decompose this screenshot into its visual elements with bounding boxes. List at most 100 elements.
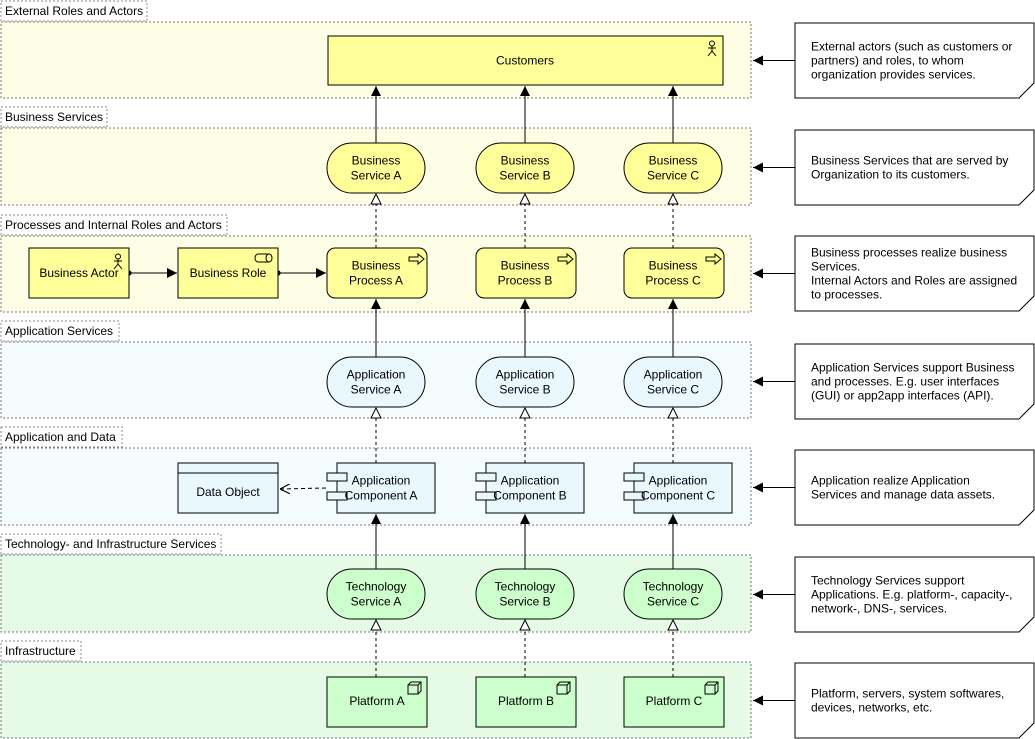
process-arrow-icon (408, 252, 425, 266)
component-tab (475, 472, 497, 482)
actor-icon (707, 40, 717, 57)
layer-label-box (0, 533, 222, 555)
component-tab (326, 491, 348, 501)
layer-title: Technology- and Infrastructure Services (5, 537, 216, 551)
process-arrow-icon (557, 252, 574, 266)
platform-a: Platform A (326, 676, 428, 728)
node-icon (704, 681, 719, 695)
layer-title: Business Services (5, 110, 103, 124)
layer-label-box (0, 320, 120, 342)
role-box (177, 247, 279, 299)
process-arrow-icon (705, 252, 722, 266)
service-shape (475, 142, 575, 194)
component-tab (623, 472, 645, 482)
component-box (485, 462, 585, 514)
actor-box (28, 247, 130, 299)
service-shape (326, 568, 426, 620)
process-box (326, 247, 428, 299)
service-shape (623, 568, 723, 620)
business-actor-label: Business Actor (39, 266, 118, 280)
data-object-box (177, 462, 279, 514)
actor-icon (113, 253, 123, 270)
platform-c: Platform C (623, 676, 725, 728)
business-role: Business Role (177, 247, 279, 299)
layer-title: Application Services (5, 324, 113, 338)
node-icon (556, 681, 571, 695)
actor-box (327, 35, 724, 86)
layer-title: Application and Data (5, 430, 116, 444)
access-connector (280, 488, 327, 489)
layer-title: External Roles and Actors (5, 4, 143, 18)
service-shape (475, 356, 575, 408)
note-shape (794, 129, 1035, 206)
service-shape (326, 142, 426, 194)
service-shape (326, 356, 426, 408)
process-box (475, 247, 577, 299)
layer-note: Platform, servers, system softwares,devi… (794, 662, 1035, 739)
business-role-label: Business Role (190, 266, 267, 280)
layer-label-box (0, 426, 123, 448)
service-shape (623, 142, 723, 194)
layer-label-box (0, 0, 148, 22)
role-icon (254, 253, 273, 263)
platform-label: Platform C (646, 694, 703, 708)
data-object-label: Data Object (196, 485, 260, 499)
customers-label: Customers (496, 54, 554, 68)
business-actor: Business Actor (28, 247, 130, 299)
service-shape (623, 356, 723, 408)
process-box (623, 247, 725, 299)
note-text: Platform, servers, system softwares,devi… (811, 687, 1004, 715)
platform-b: Platform B (475, 676, 577, 728)
platform-label: Platform B (498, 694, 554, 708)
platform-label: Platform A (349, 694, 404, 708)
component-tab (623, 491, 645, 501)
layer-title: Infrastructure (5, 644, 76, 658)
note-shape (794, 449, 1035, 526)
customers-actor: Customers (327, 35, 724, 86)
layer-label-box (0, 214, 228, 236)
note-shape (794, 235, 1035, 312)
layer-label-box (0, 106, 108, 128)
component-tab (326, 472, 348, 482)
